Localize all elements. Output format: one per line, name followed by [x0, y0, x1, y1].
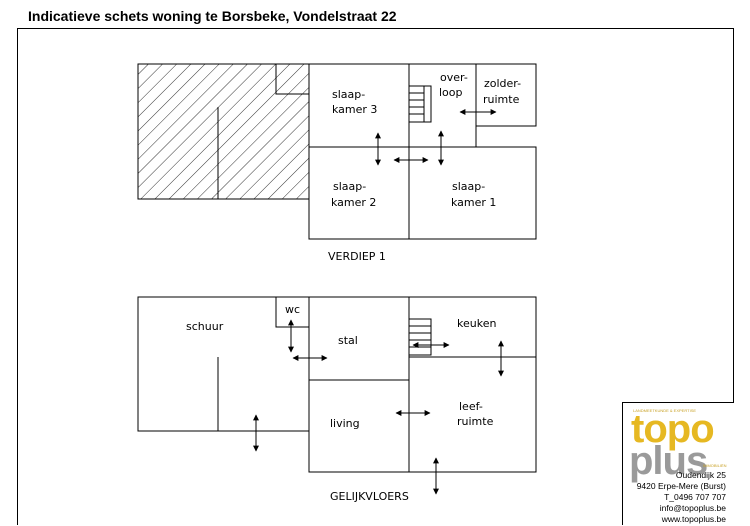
- label-zolderruimte: zolder-ruimte: [483, 77, 521, 106]
- label-slaapkamer3: slaap-kamer 3: [332, 88, 377, 116]
- contact-city: 9420 Erpe-Mere (Burst): [636, 481, 726, 491]
- room-wc: [275, 296, 310, 328]
- company-logo-block: LANDMEETKUNDE & EXPERTISE topo plus IMMO…: [622, 402, 734, 525]
- label-wc: wc: [285, 303, 300, 316]
- logo-word-plus: plus: [629, 439, 708, 483]
- page-title: Indicatieve schets woning te Borsbeke, V…: [28, 8, 397, 24]
- room-stal: [308, 296, 410, 381]
- label-slaapkamer2: slaap-kamer 2: [331, 180, 376, 209]
- floor-label-verdiep: VERDIEP 1: [328, 250, 386, 263]
- label-stal: stal: [338, 334, 358, 347]
- contact-phone: T_0496 707 707: [664, 492, 726, 502]
- logo-tagline: LANDMEETKUNDE & EXPERTISE: [633, 408, 697, 413]
- label-leefruimte: leef-ruimte: [457, 400, 494, 428]
- room-slaapkamer-3: [308, 63, 410, 148]
- floor-label-gelijkvloers: GELIJKVLOERS: [330, 490, 409, 503]
- label-living: living: [330, 417, 360, 430]
- room-slaapkamer-1: [408, 146, 537, 240]
- logo-sub: IMMOBILIËN: [703, 463, 727, 468]
- stair-ground: [408, 318, 432, 356]
- room-living: [308, 379, 410, 473]
- label-keuken: keuken: [457, 317, 496, 330]
- room-zolderruimte: [475, 63, 537, 127]
- sheet-border: [17, 28, 734, 525]
- ground-floor: [137, 296, 537, 495]
- contact-street: Oudendijk 25: [675, 470, 726, 480]
- label-overloop: over-loop: [439, 71, 468, 99]
- contact-email: info@topoplus.be: [659, 503, 726, 513]
- upper-floor: [137, 63, 537, 240]
- label-slaapkamer1: slaap-kamer 1: [451, 180, 496, 209]
- label-schuur: schuur: [186, 320, 224, 333]
- contact-web: www.topoplus.be: [661, 514, 726, 524]
- logo-word-topo: topo: [631, 407, 715, 451]
- room-slaapkamer-2: [308, 146, 410, 240]
